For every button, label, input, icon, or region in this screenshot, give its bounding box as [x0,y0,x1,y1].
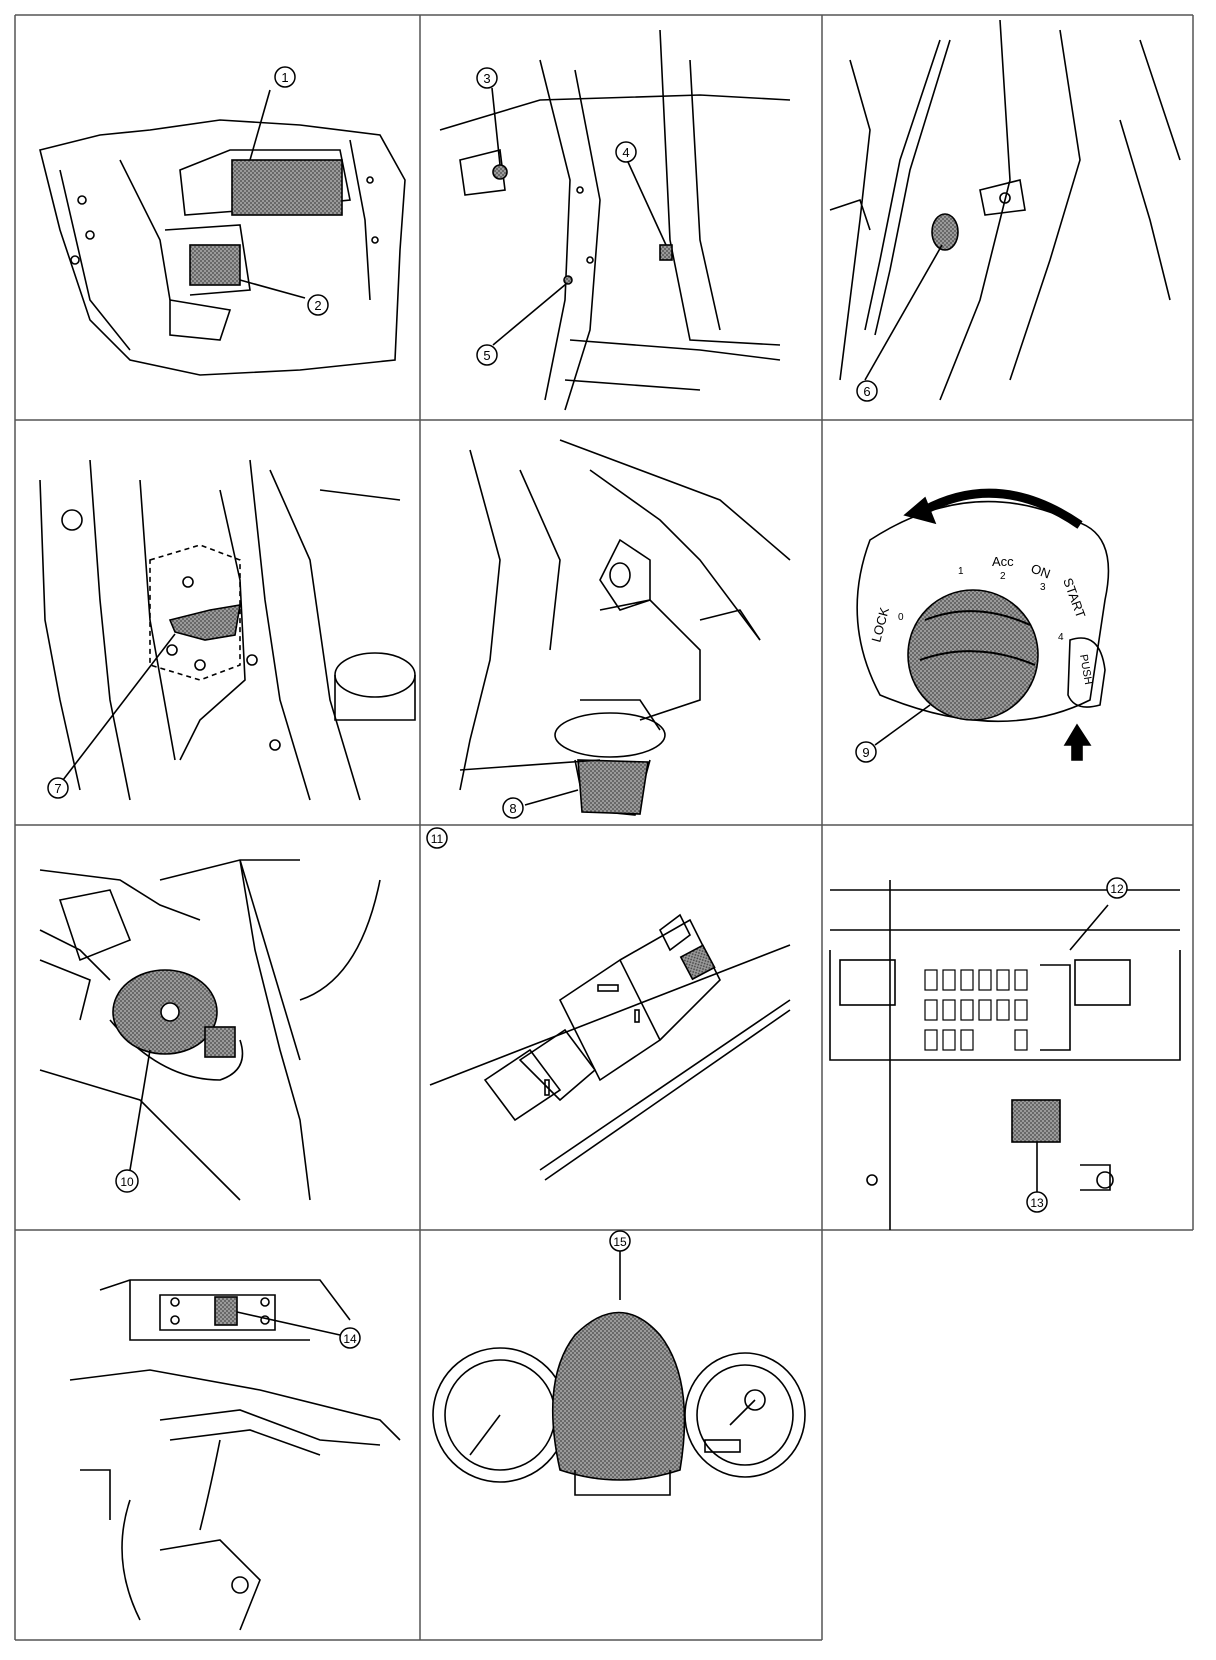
svg-text:3: 3 [1040,582,1046,593]
callout-5: 5 [476,344,498,366]
svg-text:13: 13 [1030,1196,1044,1210]
callout-7: 7 [47,777,69,799]
svg-text:14: 14 [343,1332,357,1346]
svg-text:2: 2 [314,298,321,313]
svg-text:1: 1 [958,566,964,577]
svg-text:9: 9 [862,745,869,760]
callout-9: 9 [855,741,877,763]
svg-text:15: 15 [613,1235,627,1249]
panel-7-drawing [39,859,381,1201]
svg-text:Acc: Acc [992,554,1014,569]
panel-6-drawing [856,488,1110,761]
panel-9-drawing [829,880,1181,1230]
callout-6: 6 [856,380,878,402]
panel-2-drawing [439,29,791,411]
panel-10-drawing [69,1279,401,1631]
panel-4-drawing [39,459,416,801]
svg-text:ON: ON [1029,561,1052,582]
callout-12: 12 [1106,877,1128,899]
callout-2: 2 [307,294,329,316]
svg-text:0: 0 [898,612,904,623]
callout-4: 4 [615,141,637,163]
callout-3: 3 [476,67,498,89]
svg-text:7: 7 [54,781,61,796]
callout-11: 11 [426,827,448,849]
callout-8: 8 [502,797,524,819]
callout-14: 14 [339,1327,361,1349]
callout-1: 1 [274,66,296,88]
svg-text:8: 8 [509,801,516,816]
svg-text:5: 5 [483,348,490,363]
panel-5-drawing [459,439,791,816]
svg-text:START: START [1060,576,1088,620]
svg-text:6: 6 [863,384,870,399]
callout-15: 15 [609,1230,631,1252]
svg-text:4: 4 [1058,632,1064,643]
callout-10: 10 [115,1169,139,1193]
svg-text:4: 4 [622,145,629,160]
panel-grid [14,14,1194,1641]
panel-3-drawing [829,19,1181,401]
svg-text:11: 11 [431,832,444,846]
svg-text:1: 1 [281,70,288,85]
callout-13: 13 [1026,1191,1048,1213]
panel-8-drawing [429,913,791,1181]
svg-text:12: 12 [1110,882,1124,896]
panel-11-drawing [432,1250,806,1496]
svg-text:2: 2 [1000,571,1006,582]
svg-text:3: 3 [483,71,490,86]
svg-text:LOCK: LOCK [868,605,892,643]
svg-text:10: 10 [120,1175,134,1189]
svg-text:PUSH: PUSH [1077,653,1094,685]
panel-1-drawing [39,89,406,376]
